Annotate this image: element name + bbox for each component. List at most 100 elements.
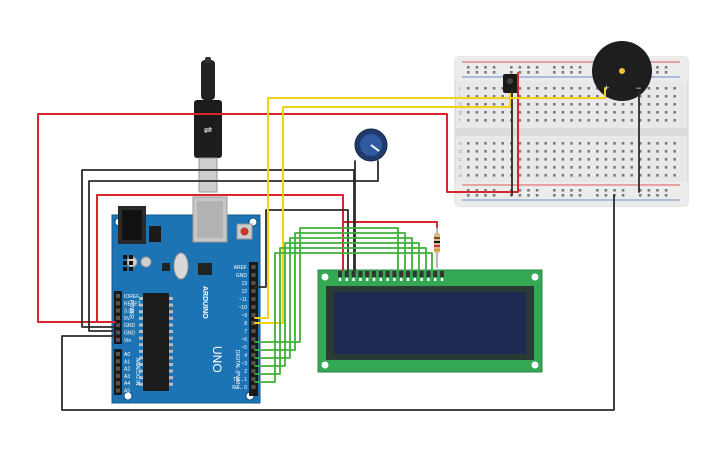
sensor-icon[interactable]	[503, 74, 518, 93]
analog-pin[interactable]	[116, 373, 120, 378]
breadboard-hole	[664, 158, 668, 161]
lcd-mount-hole	[531, 361, 539, 369]
lcd-pin[interactable]	[372, 271, 376, 277]
breadboard-hole	[639, 119, 642, 122]
analog-pin[interactable]	[116, 388, 120, 393]
lcd-module[interactable]	[317, 269, 543, 373]
digital-pin[interactable]	[251, 385, 256, 389]
power-pin[interactable]	[116, 301, 120, 306]
lcd-pin[interactable]	[433, 271, 438, 277]
lcd-pin-label	[386, 278, 389, 281]
digital-pin[interactable]	[251, 329, 256, 333]
digital-pin[interactable]	[251, 377, 256, 381]
digital-pin[interactable]	[251, 305, 256, 309]
wire-black-gnd-pot[interactable]	[88, 160, 379, 332]
chip-leg	[169, 349, 173, 353]
lcd-pin[interactable]	[412, 271, 417, 277]
breadboard-hole	[535, 174, 539, 177]
digital-pin-label: TX→1	[233, 377, 247, 383]
wire-green-data[interactable]	[254, 252, 433, 383]
digital-pin[interactable]	[251, 337, 256, 341]
lcd-pin[interactable]	[426, 271, 431, 277]
breadboard-hole	[561, 66, 565, 69]
digital-pin[interactable]	[251, 369, 256, 373]
power-pin[interactable]	[116, 337, 120, 342]
analog-pin[interactable]	[116, 366, 120, 371]
lcd-pin[interactable]	[399, 271, 404, 277]
power-pin-label: GND	[124, 331, 136, 337]
wire-red-5v-breadboard[interactable]	[37, 72, 519, 323]
digital-pin[interactable]	[251, 313, 256, 317]
buzzer-icon[interactable]: + −	[592, 41, 652, 101]
potentiometer-icon[interactable]	[354, 128, 388, 162]
lcd-pin[interactable]	[385, 271, 390, 277]
chip-leg	[139, 349, 143, 353]
breadboard-hole	[664, 166, 668, 169]
digital-pin[interactable]	[251, 361, 256, 365]
power-pin-label: Vin	[124, 338, 131, 344]
digital-pin[interactable]	[251, 321, 256, 325]
digital-header-label: DIGITAL (PWM~)	[234, 350, 240, 389]
wire-yellow-buzzer[interactable]	[254, 87, 606, 319]
breadboard-hole	[664, 142, 668, 145]
breadboard-hole	[596, 119, 599, 122]
lcd-pin[interactable]	[365, 271, 370, 277]
breadboard-row-label: b	[459, 165, 462, 171]
digital-pin[interactable]	[251, 289, 256, 293]
power-pin[interactable]	[116, 330, 120, 335]
breadboard-hole	[553, 71, 556, 74]
wire-black-gnd-lcd[interactable]	[81, 169, 355, 328]
wire-black-header[interactable]	[254, 209, 349, 288]
wire-red-resistor[interactable]	[342, 221, 438, 228]
breadboard-hole	[647, 142, 651, 145]
digital-pin[interactable]	[251, 297, 256, 301]
lcd-pin[interactable]	[406, 271, 410, 277]
wire-black-gnd-breadboard[interactable]	[61, 194, 615, 411]
power-pin[interactable]	[116, 294, 120, 298]
digital-pin[interactable]	[251, 345, 256, 349]
usb-cable-end	[205, 57, 211, 63]
breadboard-hole	[673, 142, 676, 145]
breadboard-hole	[664, 95, 668, 98]
lcd-pin[interactable]	[440, 271, 444, 277]
lcd-pin[interactable]	[338, 271, 342, 277]
wire-yellow-sensor[interactable]	[254, 93, 511, 324]
digital-pin[interactable]	[251, 273, 256, 277]
analog-pin[interactable]	[116, 381, 120, 386]
breadboard-hole	[673, 111, 676, 114]
breadboard-hole	[587, 119, 590, 122]
usb-cable-icon[interactable]: ⇌	[194, 57, 222, 193]
analog-pin[interactable]	[116, 359, 120, 364]
wire-green-data[interactable]	[254, 247, 427, 375]
digital-pin[interactable]	[251, 281, 256, 285]
lcd-pin-label	[345, 278, 348, 281]
reset-button-cap[interactable]	[240, 227, 249, 236]
resistor-icon[interactable]	[434, 225, 440, 268]
digital-pin[interactable]	[251, 353, 256, 357]
lcd-pin[interactable]	[392, 271, 397, 277]
breadboard-hole	[561, 119, 565, 122]
lcd-pin[interactable]	[351, 271, 356, 277]
lcd-pin[interactable]	[419, 271, 424, 277]
breadboard-hole	[467, 150, 470, 153]
breadboard-hole	[656, 166, 659, 169]
digital-pin[interactable]	[251, 265, 256, 269]
breadboard-hole	[544, 111, 547, 114]
icsp-pin	[123, 255, 127, 259]
lcd-pin[interactable]	[378, 271, 383, 277]
lcd-pin[interactable]	[358, 271, 363, 277]
power-pin[interactable]	[116, 308, 120, 313]
analog-pin[interactable]	[116, 352, 120, 356]
wire-green-data[interactable]	[254, 232, 406, 351]
breadboard-hole	[553, 103, 556, 106]
breadboard-hole	[664, 174, 668, 177]
power-pin[interactable]	[116, 323, 120, 328]
wire-red-5v-lcd[interactable]	[96, 194, 344, 323]
breadboard-hole	[613, 174, 616, 177]
breadboard-hole	[535, 95, 539, 98]
power-pin[interactable]	[116, 315, 120, 320]
breadboard-hole	[578, 95, 582, 98]
lcd-pin[interactable]	[344, 271, 349, 277]
